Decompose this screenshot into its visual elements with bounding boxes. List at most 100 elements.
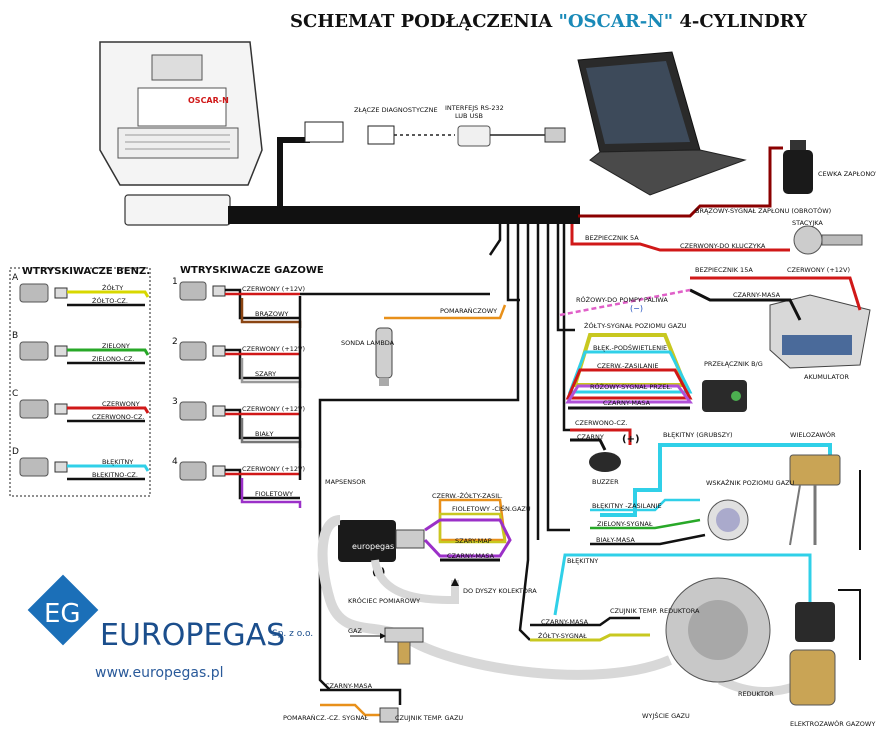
ecu-controller: OSCAR-N [99,41,263,226]
blue-light-label: BŁĘK.-PODŚWIETLENIE [593,343,667,352]
interface-label-2: LUB USB [455,112,483,120]
ignition-coil [783,140,813,194]
petrol-wire-label: ZIELONO-CZ. [92,355,135,363]
gas-signal-label: FIOLETOWY [255,490,293,498]
petrol-letter: C [12,389,18,399]
brown-signal-label: BRĄZOWY-SYGNAŁ ZAPŁONU (OBROTÓW) [695,206,831,215]
multivalve [789,454,861,550]
ecu-label: OSCAR-N [188,96,229,105]
battery [769,294,871,369]
orange-label: POMARAŃCZOWY [440,306,497,315]
buzzer-plus-label: (+) [622,434,640,445]
gas-signal-label: SZARY [255,370,276,378]
red12-label: CZERWONY (+12V) [787,266,850,274]
logo-monogram: EG [44,599,81,629]
pink-pump-label: RÓŻOWY-DO POMPY PALIWA [576,295,668,304]
logo-word: EUROPEGAS [100,618,285,653]
petrol-injector-A: A ŻÓŁTY ŻÓŁTO-CZ. [12,273,150,307]
red-black-label: CZERWONO-CZ. [575,419,627,427]
diag-connector-label: ZŁĄCZE DIAGNOSTYCZNE [354,106,438,114]
mapsensor-label: MAPSENSOR [325,478,366,486]
laptop [577,51,747,196]
lambda-sensor [375,327,393,386]
ignition-label: STACYJKA [792,219,823,227]
petrol-wire-label: CZERWONO-CZ. [92,413,144,421]
gas-signal-label: BIAŁY [255,430,273,438]
diagnostic-connector [304,121,566,147]
battery-label: AKUMULATOR [804,373,849,381]
logo-url[interactable]: www.europegas.pl [95,665,224,681]
to-manifold-label: DO DYSZY KOLEKTORA [463,587,537,595]
europegas-logo: EG [27,574,99,646]
petrol-letter: D [12,447,19,457]
switch-black-label: CZARNY-MASA [603,399,651,407]
red-supply-label: CZERW.-ZASILANIE [597,362,659,370]
gas-injector-number: 4 [172,457,178,467]
black-ground-label: CZARNY-MASA [733,291,781,299]
petrol-letter: B [12,331,18,341]
main-harness [228,206,580,224]
buzzer-label: BUZZER [592,478,619,486]
map-grey-label: SZARY-MAP [455,537,492,545]
petrol-injector-C: C CZERWONY CZERWONO-CZ. [12,389,150,423]
interface-label-1: INTERFEJS RS-232 [445,104,504,112]
blue-label: BŁĘKITNY [567,557,598,565]
solenoid-valve [789,589,861,706]
gas-plus-label: CZERWONY (+12V) [242,285,305,293]
petrol-wire-label: CZERWONY [102,400,140,408]
coil-label: CEWKA ZAPŁONOWA [818,170,876,178]
gas-injector-number: 2 [172,337,178,347]
map-violet-label: FIOLETOWY -CIŚN.GAZU [452,504,531,513]
petrol-letter: A [12,273,19,283]
map-brand-label: europegas [352,542,394,551]
reducer-yellow-label: ŻÓŁTY-SYGNAŁ [538,631,587,640]
logo-suffix: Sp. z o.o. [272,629,313,639]
gas-out-label: WYJŚCIE GAZU [642,711,690,720]
gas-plus-label: CZERWONY (+12V) [242,345,305,353]
gas-switch [702,380,747,412]
lambda-label: SONDA LAMBDA [341,339,395,347]
gas-label: GAZ [348,627,362,635]
orange-black-label: POMARAŃCZ.-CZ. SYGNAŁ [283,713,369,722]
gas-injector-number: 3 [172,397,178,407]
diagram-title: SCHEMAT PODŁĄCZENIA "OSCAR-N" 4-CYLINDRY [290,11,808,32]
map-red-yellow-label: CZERW.-ŻÓŁTY-ZASIL. [432,491,503,500]
fuse5-label: BEZPIECZNIK 5A [585,234,639,242]
buzzer-black-label: CZARNY [577,433,604,441]
map-black-label: CZARNY-MASA [447,552,495,560]
temp-reducer-label: CZUJNIK TEMP. REDUKTORA [610,607,700,615]
temp-gas-label: CZUJNIK TEMP. GAZU [395,714,463,722]
yellow-level-label: ŻÓŁTY-SYGNAŁ POZIOMU GAZU [584,321,687,330]
pressure-nozzle-label: KRÓCIEC POMIAROWY [348,596,420,605]
gas-plus-label: CZERWONY (+12V) [242,465,305,473]
petrol-wire-label: ŻÓŁTY [102,283,123,292]
petrol-wire-label: BŁĘKITNO-CZ. [92,471,138,479]
level-indicator [707,499,749,541]
reducer [665,577,771,683]
blue-supply-label: BŁĘKITNY -ZASILANIE [592,502,662,510]
gas-plus-label: CZERWONY (+12V) [242,405,305,413]
petrol-injector-D: D BŁĘKITNY BŁĘKITNO-CZ. [12,447,150,481]
buzzer [589,452,621,472]
multivalve-label: WIELOZAWÓR [790,430,836,439]
white-mass-label: BIAŁY-MASA [596,536,635,544]
gas-injector-number: 1 [172,277,178,287]
green-signal-label: ZIELONY-SYGNAŁ [597,520,653,528]
reducer-black-label: CZARNY-MASA [541,618,589,626]
map-sensor [338,520,425,562]
petrol-injectors-header: WTRYSKIWACZE BENZ. [22,266,150,277]
red-key-label: CZERWONY-DO KLUCZYKA [680,242,766,250]
petrol-wire-label: ŻÓŁTO-CZ. [92,296,128,305]
temp-black-label: CZARNY-MASA [325,682,373,690]
pink-switch-label: RÓŻOWY-SYGNAŁ PRZEŁ. [590,382,672,391]
pressure-nozzle [384,627,424,665]
petrol-wire-label: BŁĘKITNY [102,458,133,466]
blue-thick-label: BŁĘKITNY (GRUBSZY) [663,431,733,439]
level-indicator-label: WSKAŹNIK POZIOMU GAZU [706,478,795,487]
